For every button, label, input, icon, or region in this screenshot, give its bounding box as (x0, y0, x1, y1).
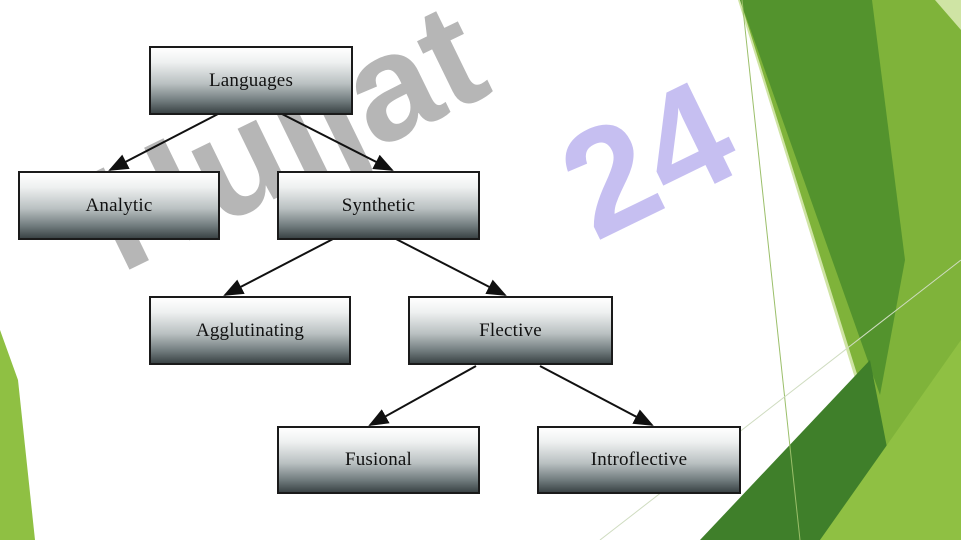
node-label: Analytic (85, 194, 153, 216)
node-flective: Flective (408, 296, 613, 365)
edge-languages-synthetic (281, 113, 394, 171)
node-label: Languages (208, 69, 294, 91)
green-shape-bottom-light (820, 340, 961, 540)
node-label: Introflective (590, 449, 688, 470)
node-label: Flective (479, 319, 542, 341)
node-analytic: Analytic (18, 171, 220, 240)
thin-line-1 (741, 0, 801, 540)
node-label: Synthetic (341, 194, 416, 216)
green-shape-left (0, 330, 35, 540)
edge-flective-introflective (539, 365, 654, 426)
node-agglutinating: Agglutinating (149, 296, 351, 365)
node-languages: Languages (149, 46, 353, 115)
node-introflective: Introflective (537, 426, 741, 494)
edge-flective-fusional (368, 365, 477, 426)
node-synthetic: Synthetic (277, 171, 480, 240)
edge-synthetic-agglutinating (223, 238, 334, 296)
edge-synthetic-flective (395, 238, 507, 296)
node-label: Fusional (344, 449, 413, 470)
node-fusional: Fusional (277, 426, 480, 494)
edge-languages-analytic (108, 113, 219, 171)
green-shape-right-dark (740, 0, 905, 395)
node-label: Agglutinating (195, 319, 305, 341)
